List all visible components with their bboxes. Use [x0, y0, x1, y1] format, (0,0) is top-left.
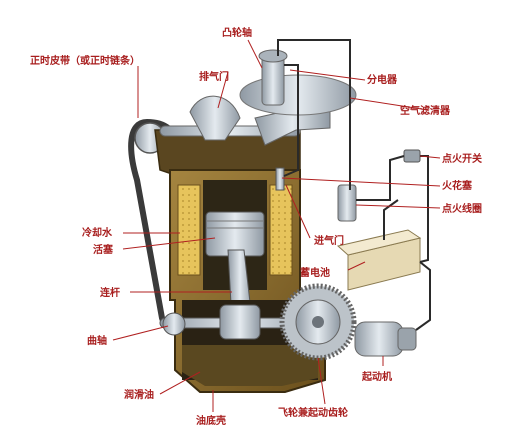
spark-plug — [275, 167, 285, 191]
label-crankshaft: 曲轴 — [87, 334, 107, 347]
label-battery: 蓄电池 — [300, 266, 330, 279]
label-starter-motor: 起动机 — [361, 370, 392, 383]
label-piston: 活塞 — [93, 243, 114, 256]
ignition-coil — [337, 184, 357, 222]
exhaust-pipe — [189, 95, 241, 141]
crank-sprocket — [162, 312, 186, 336]
label-connecting-rod: 连杆 — [100, 286, 120, 299]
coolant-jacket-left — [177, 184, 201, 276]
label-intake-valve: 进气门 — [314, 234, 344, 247]
leader-lines — [112, 39, 441, 412]
ignition-switch — [403, 149, 421, 163]
label-timing-belt: 正时皮带（或正时链条） — [30, 54, 140, 67]
label-exhaust-valve: 排气门 — [199, 70, 229, 83]
label-oil-pan: 油底壳 — [196, 414, 226, 427]
oil-sump — [182, 345, 318, 386]
coolant-jacket-right — [269, 184, 293, 276]
label-ignition-switch: 点火开关 — [442, 152, 482, 165]
piston — [205, 211, 265, 257]
label-lubricating-oil: 润滑油 — [124, 388, 154, 401]
starter-motor — [354, 321, 404, 357]
label-air-filter: 空气滤清器 — [400, 104, 451, 117]
label-camshaft: 凸轮轴 — [222, 26, 252, 39]
label-ignition-coil: 点火线圈 — [442, 202, 482, 215]
label-flywheel-ring-gear: 飞轮兼起动齿轮 — [278, 406, 348, 419]
label-spark-plug: 火花塞 — [442, 179, 473, 192]
label-coolant: 冷却水 — [82, 226, 113, 239]
label-distributor: 分电器 — [367, 73, 398, 86]
